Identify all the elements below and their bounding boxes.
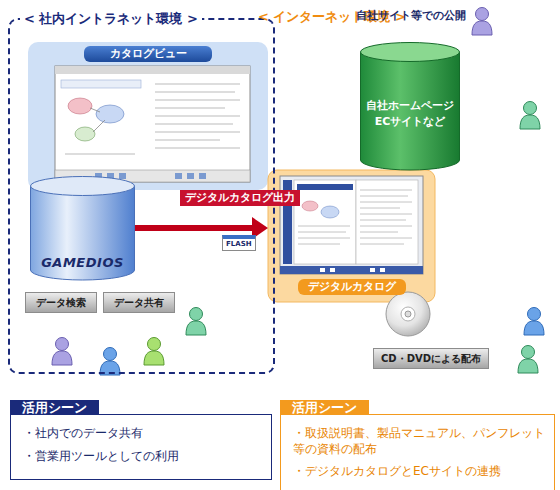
catalog-screenshot-part — [55, 66, 250, 74]
node-heading: 活用シーン — [10, 400, 99, 415]
node-item: ・社内でのデータ共有 — [23, 425, 263, 441]
catalog-screenshot-part-part — [155, 107, 225, 108]
node-heading: CD・DVDによる配布 — [381, 352, 481, 365]
person-icons-part — [186, 308, 206, 336]
digital-catalog-book-part-part — [298, 226, 350, 227]
catalog-screenshot-part-part — [155, 147, 240, 148]
node-heading: GAMEDIOS — [30, 255, 135, 270]
person-icons-part — [520, 102, 540, 130]
catalog-screenshot-part-part — [65, 153, 135, 154]
digital-catalog-book-part-part — [360, 244, 404, 245]
catalog-screenshot-part-part — [155, 123, 233, 124]
catalog-screenshot-part — [68, 98, 92, 114]
digital-catalog-book-part-part — [360, 232, 398, 233]
digital-catalog-book — [280, 176, 423, 274]
catalog-screenshot-part-part — [155, 115, 240, 116]
catalog-view-panel: カタログビュー — [28, 42, 268, 190]
node-item: ・取扱説明書、製品マニュアル、パンフレット等の資料の配布 — [293, 425, 546, 457]
node-heading: 自社ホームページ ECサイトなど — [364, 98, 456, 130]
catalog-screenshot-part — [90, 108, 105, 132]
cd-dvd-disk-part — [405, 311, 411, 317]
catalog-screenshot-part-part — [187, 173, 194, 179]
digital-catalog-book-part — [297, 184, 353, 190]
node-heading: データ共有 — [111, 296, 167, 309]
catalog-screenshot-part — [65, 84, 240, 154]
catalog-screenshot-part-part — [175, 173, 182, 179]
digital-catalog-book-part-part — [360, 238, 412, 239]
digital-catalog-book-part — [298, 190, 412, 244]
digital-catalog-book-part-part — [380, 268, 385, 272]
catalog-screenshot-part-part — [155, 83, 240, 84]
digital-catalog-book-part — [280, 176, 423, 274]
catalog-screenshot-part-part — [155, 131, 240, 132]
usage-box: 活用シーン・社内でのデータ共有・営業用ツールとしての利用 — [10, 414, 272, 480]
node-heading: デジタルカタログ — [298, 279, 406, 295]
cylinder-body — [361, 52, 460, 170]
digital-catalog-book-part — [356, 180, 418, 264]
digital-catalog-book-part-part — [370, 268, 375, 272]
digital-catalog-book-part-part — [360, 190, 412, 191]
catalog-screenshot-part — [96, 105, 124, 123]
cd-dvd-disk-part — [401, 307, 415, 321]
digital-catalog-book-part-part — [298, 238, 350, 239]
person-icons-part — [144, 338, 164, 366]
node-heading: データ検索 — [33, 296, 89, 309]
cd-dvd-disk-part — [386, 292, 430, 336]
digital-catalog-book-part — [320, 268, 385, 272]
catalog-screenshot — [55, 66, 250, 182]
function-box: データ検索 — [25, 292, 97, 313]
digital-catalog-book-part-part — [330, 268, 335, 272]
person-icons-part — [100, 348, 120, 376]
person-icons-part — [524, 308, 544, 336]
digital-catalog-book-part-part — [360, 220, 406, 221]
website-cylinder: 自社ホームページ ECサイトなど — [360, 42, 460, 170]
callout-label: 自社サイト等での公開 — [356, 8, 466, 23]
digital-catalog-book-part-part — [360, 202, 412, 203]
catalog-view-panel-part — [28, 42, 268, 190]
person-icons-part — [52, 338, 72, 366]
function-box: データ共有 — [103, 292, 175, 313]
cylinder-body — [31, 186, 135, 280]
catalog-screenshot-part-part — [155, 91, 235, 92]
digital-catalog-book-part-part — [360, 208, 400, 209]
digital-catalog-book-part — [280, 266, 423, 274]
usage-box: 活用シーン・取扱説明書、製品マニュアル、パンフレット等の資料の配布・デジタルカタ… — [280, 414, 555, 490]
catalog-screenshot-part-part — [155, 139, 220, 140]
node-heading: カタログビュー — [84, 46, 212, 62]
output-arrow — [135, 225, 258, 231]
digital-catalog-book-part-part — [320, 268, 325, 272]
catalog-screenshot-part — [61, 80, 141, 88]
digital-catalog-book-part-part — [298, 232, 346, 233]
catalog-screenshot-part-part — [155, 99, 240, 100]
distribution-box: CD・DVDによる配布 — [373, 348, 489, 369]
catalog-screenshot-part — [75, 127, 95, 141]
digital-catalog-book-part — [302, 201, 318, 211]
digital-catalog-book-part-part — [360, 196, 408, 197]
digital-catalog-book-part — [321, 206, 339, 218]
person-icons-part — [518, 346, 538, 374]
file-icon-label: FLASH — [222, 235, 256, 251]
digital-catalog-book-part — [294, 180, 356, 264]
cylinder-top — [361, 43, 460, 62]
person-icons-part — [472, 8, 492, 36]
node-heading: 活用シーン — [280, 400, 369, 415]
edge-label: デジタルカタログ出力 — [180, 190, 300, 206]
node-heading: < 社内イントラネット環境 > — [20, 10, 202, 27]
digital-catalog-book-part-part — [360, 214, 412, 215]
cylinder-top — [31, 177, 135, 196]
node-item: ・デジタルカタログとECサイトの連携 — [293, 463, 546, 479]
cd-dvd-disk — [386, 292, 430, 336]
catalog-view-panel — [28, 42, 268, 190]
digital-catalog-book-part-part — [360, 226, 412, 227]
catalog-screenshot-part-part — [199, 173, 206, 179]
node-item: ・営業用ツールとしての利用 — [23, 448, 263, 464]
catalog-screenshot-part-part — [119, 173, 126, 179]
database-cylinder: GAMEDIOS — [30, 176, 135, 280]
catalog-screenshot-part — [55, 66, 250, 182]
digital-catalog-book-part-part — [298, 244, 340, 245]
